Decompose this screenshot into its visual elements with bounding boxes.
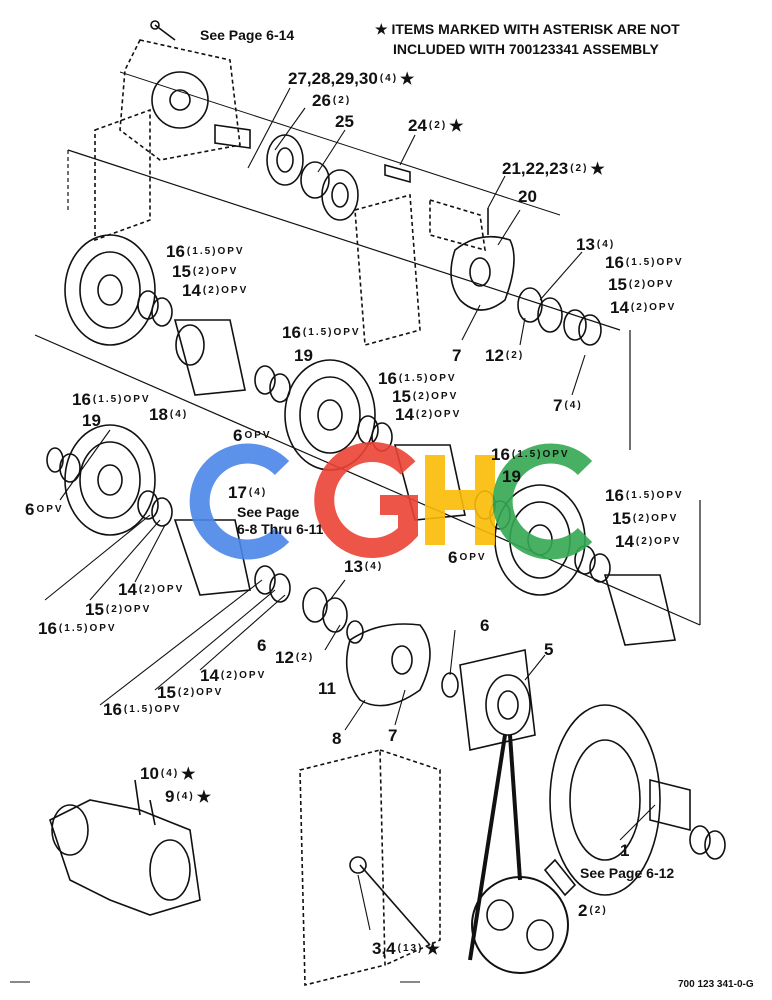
callout-5: 5 xyxy=(544,640,554,659)
callout-24: 24(2)★ xyxy=(408,116,464,135)
callout-14-center: 14(2)OPV xyxy=(395,405,462,424)
callout-19-mid: 19 xyxy=(294,346,313,365)
callout-19-right-mid: 19 xyxy=(502,467,521,486)
callout-15-lower-left: 15(2)OPV xyxy=(85,600,152,619)
callout-16-upper-left: 16(1.5)OPV xyxy=(166,242,245,261)
asterisk-note-line1: ★ ITEMS MARKED WITH ASTERISK ARE NOT xyxy=(375,21,680,37)
callout-16-right: 16(1.5)OPV xyxy=(605,486,684,505)
callout-27-30: 27,28,29,30(4)★ xyxy=(288,69,415,88)
callout-26: 26(2) xyxy=(312,91,352,110)
callout-10: 10(4)★ xyxy=(140,764,196,783)
callout-16-center: 16(1.5)OPV xyxy=(378,369,457,388)
callout-11: 11 xyxy=(318,679,336,698)
callout-14-upper-right: 14(2)OPV xyxy=(610,298,677,317)
callout-16-right-mid: 16(1.5)OPV xyxy=(491,445,570,464)
callout-16-mid: 16(1.5)OPV xyxy=(282,323,361,342)
callout-12-upper: 12(2) xyxy=(485,346,525,365)
callout-25: 25 xyxy=(335,112,354,131)
callout-13-upper: 13(4) xyxy=(576,235,616,254)
callout-12-lower: 12(2) xyxy=(275,648,315,667)
watermark-c-green xyxy=(492,443,593,560)
callout-16-left: 16(1.5)OPV xyxy=(72,390,151,409)
callout-14-lower-left: 14(2)OPV xyxy=(118,580,185,599)
watermark-c-blue xyxy=(189,443,290,560)
callout-21-23: 21,22,23(2)★ xyxy=(502,159,605,178)
see-page-mid-line2: 6-8 Thru 6-11 xyxy=(237,521,324,537)
drawing-number: 700 123 341-0-G xyxy=(678,979,754,990)
top-housing xyxy=(94,39,241,242)
callout-6-bracket: 6 xyxy=(480,616,490,635)
see-page-mid-line1: See Page xyxy=(237,504,300,520)
callout-14-upper-left: 14(2)OPV xyxy=(182,281,249,300)
callout-20: 20 xyxy=(518,187,537,206)
callout-16-lower-left: 16(1.5)OPV xyxy=(38,619,117,638)
callout-1: 1 xyxy=(620,841,630,860)
callout-3-4: 3,4(13)★ xyxy=(372,939,440,958)
callout-19-left: 19 xyxy=(82,411,101,430)
callout-6-lower: 6 xyxy=(257,636,267,655)
callout-7-right: 7(4) xyxy=(553,396,583,415)
callout-14-bottom: 14(2)OPV xyxy=(200,666,267,685)
callout-13-lower: 13(4) xyxy=(344,557,384,576)
callout-15-center: 15(2)OPV xyxy=(392,387,459,406)
callout-15-upper-left: 15(2)OPV xyxy=(172,262,239,281)
callout-7-lower: 7 xyxy=(388,726,398,745)
callout-2: 2(2) xyxy=(578,901,608,920)
callout-8: 8 xyxy=(332,729,342,748)
callout-15-right: 15(2)OPV xyxy=(612,509,679,528)
callout-17: 17(4) xyxy=(228,483,268,502)
callout-7-upper: 7 xyxy=(452,346,462,365)
watermark-g-red xyxy=(314,442,418,558)
callout-16-upper-right: 16(1.5)OPV xyxy=(605,253,684,272)
watermark-h-yellow xyxy=(425,455,495,545)
asterisk-note-line2: INCLUDED WITH 700123341 ASSEMBLY xyxy=(393,41,659,57)
see-page-top: See Page 6-14 xyxy=(200,27,295,43)
callout-18: 18(4) xyxy=(149,405,189,424)
callout-9: 9(4)★ xyxy=(165,787,212,806)
see-page-bottom: See Page 6-12 xyxy=(580,865,675,881)
callout-15-upper-right: 15(2)OPV xyxy=(608,275,675,294)
callout-14-right: 14(2)OPV xyxy=(615,532,682,551)
callout-15-bottom: 15(2)OPV xyxy=(157,683,224,702)
callout-16-bottom: 16(1.5)OPV xyxy=(103,700,182,719)
